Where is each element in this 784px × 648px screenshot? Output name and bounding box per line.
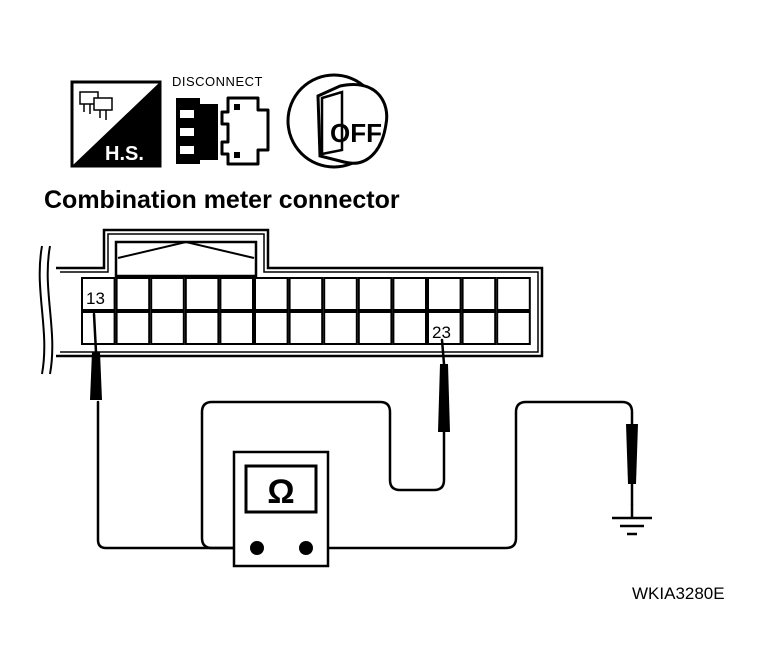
terminal-cavity — [219, 311, 254, 345]
hs-icon: H.S. — [70, 80, 162, 168]
meter-left-terminal — [250, 541, 264, 555]
wire-probe-13 — [96, 400, 259, 550]
terminal-cavity — [150, 277, 185, 311]
terminal-cavity — [288, 277, 324, 311]
reference-code: WKIA3280E — [632, 584, 725, 603]
terminal-cavity — [323, 311, 358, 345]
terminal-cavity — [427, 277, 462, 311]
meter-right-terminal — [299, 541, 313, 555]
ground-icon — [612, 504, 652, 536]
ignition-off-label: OFF — [330, 118, 382, 148]
terminal-cavity — [461, 277, 497, 311]
connector-housing — [56, 228, 544, 358]
terminal-cavity — [461, 311, 497, 345]
terminal-cavity — [150, 311, 185, 345]
terminal-13-bg — [86, 287, 110, 307]
connector-break-marks — [38, 245, 54, 375]
ohmmeter: Ω — [232, 450, 330, 568]
terminal-cavity — [496, 311, 531, 345]
terminal-cavity — [392, 311, 427, 345]
terminal-cavity — [357, 311, 393, 345]
terminal-cavity — [219, 277, 254, 311]
terminal-cavity — [496, 277, 531, 311]
terminal-cavity — [254, 311, 289, 345]
wire-ground — [304, 400, 634, 550]
terminal-cavity — [288, 311, 324, 345]
probe-23 — [438, 364, 450, 432]
terminal-23-bg — [432, 320, 456, 340]
terminal-cavity — [115, 311, 151, 345]
probe-13 — [90, 352, 102, 400]
probe-23-tip — [440, 338, 446, 366]
terminal-cavity — [323, 277, 358, 311]
test-wires — [92, 312, 634, 550]
terminal-cavity — [357, 277, 393, 311]
terminal-cavity — [184, 311, 220, 345]
terminal-23-label: 23 — [432, 323, 451, 342]
hs-icon-label: H.S. — [105, 143, 144, 165]
terminal-cavity — [254, 277, 289, 311]
disconnect-icon — [176, 96, 270, 166]
terminal-cavity — [81, 311, 116, 345]
wire-probe-23 — [200, 400, 446, 550]
terminal-cavity — [184, 277, 220, 311]
disconnect-label: DISCONNECT — [172, 74, 263, 89]
ohm-symbol: Ω — [267, 473, 294, 511]
connector-title: Combination meter connector — [44, 186, 400, 214]
ignition-off-icon: OFF — [286, 73, 389, 169]
terminal-cavity-grid — [81, 277, 531, 345]
terminal-cavity — [392, 277, 427, 311]
terminal-cavity — [115, 277, 151, 311]
terminal-13-label: 13 — [86, 289, 105, 308]
ground-probe — [626, 424, 638, 484]
probe-13-tip — [92, 312, 98, 354]
